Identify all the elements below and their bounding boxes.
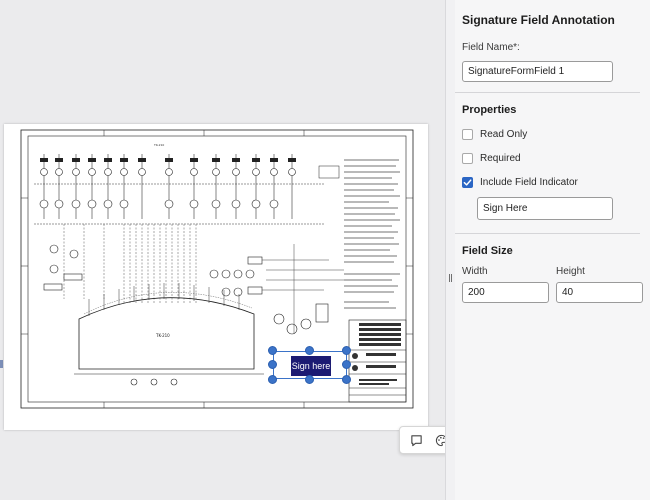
properties-heading: Properties (462, 104, 517, 116)
annotation-properties-panel: Signature Field Annotation Field Name*: … (455, 0, 650, 500)
field-name-label: Field Name*: (462, 42, 520, 53)
read-only-label: Read Only (480, 129, 528, 140)
svg-text:TK-210: TK-210 (155, 333, 170, 338)
width-input[interactable] (462, 282, 549, 303)
signature-field-label[interactable]: Sign here (291, 356, 331, 376)
comment-icon (411, 434, 422, 446)
include-field-indicator-label: Include Field Indicator (480, 177, 578, 188)
pdf-page[interactable]: TK-210 (4, 124, 428, 430)
panel-resizer[interactable] (445, 0, 455, 500)
width-label: Width (462, 266, 488, 277)
required-label: Required (480, 153, 521, 164)
height-input[interactable] (556, 282, 643, 303)
resize-handle-left[interactable] (268, 360, 277, 369)
height-label: Height (556, 266, 585, 277)
resize-handle-bottom-right[interactable] (342, 375, 351, 384)
resize-handle-bottom[interactable] (305, 375, 314, 384)
required-checkbox[interactable] (462, 153, 473, 164)
resize-handle-right[interactable] (342, 360, 351, 369)
resize-handle-top-left[interactable] (268, 346, 277, 355)
resize-handle-top[interactable] (305, 346, 314, 355)
panel-title: Signature Field Annotation (462, 13, 615, 27)
resize-grip-icon[interactable] (448, 274, 452, 282)
engineering-drawing: TK-210 (20, 129, 414, 409)
field-size-heading: Field Size (462, 245, 513, 257)
required-option[interactable]: Required (462, 153, 521, 164)
include-field-indicator-checkbox[interactable] (462, 177, 473, 188)
include-field-indicator-option[interactable]: Include Field Indicator (462, 177, 578, 188)
checkmark-icon (463, 179, 472, 186)
read-only-checkbox[interactable] (462, 129, 473, 140)
resize-handle-bottom-left[interactable] (268, 375, 277, 384)
field-name-input[interactable] (462, 61, 613, 82)
field-indicator-text-input[interactable] (477, 197, 613, 220)
divider (455, 92, 640, 93)
divider (455, 233, 640, 234)
document-viewer[interactable]: TK-210 (0, 0, 509, 500)
comment-button[interactable] (407, 430, 427, 450)
scroll-indicator[interactable] (0, 360, 3, 368)
resize-handle-top-right[interactable] (342, 346, 351, 355)
read-only-option[interactable]: Read Only (462, 129, 527, 140)
svg-text:TK-210: TK-210 (153, 143, 164, 147)
